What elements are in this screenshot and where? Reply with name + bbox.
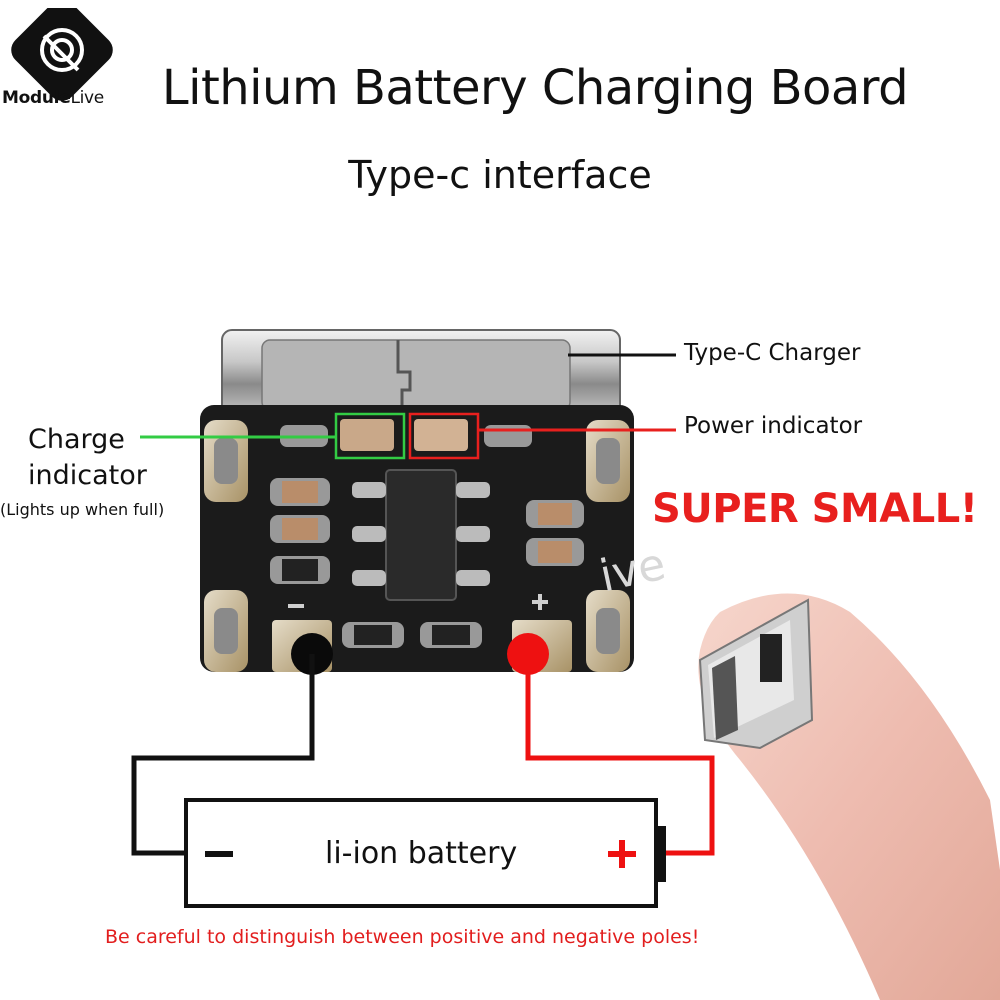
charge-indicator-note: (Lights up when full) <box>0 500 165 519</box>
power-indicator-label: Power indicator <box>684 413 863 439</box>
super-small-tagline: SUPER SMALL! <box>652 486 978 532</box>
charge-indicator-label: Charge indicator <box>28 422 147 494</box>
charge-indicator-line2: indicator <box>28 460 147 491</box>
type-c-charger-label: Type-C Charger <box>684 340 861 366</box>
module-live-logo-icon <box>11 8 113 101</box>
polarity-warning: Be careful to distinguish between positi… <box>105 926 700 948</box>
charge-indicator-line1: Charge <box>28 424 125 455</box>
brand-name: ModuleLive <box>2 88 104 108</box>
positive-wire <box>525 654 715 856</box>
negative-wire <box>131 654 315 856</box>
brand-name-bold: Module <box>2 88 71 108</box>
pcb-board <box>200 405 634 672</box>
finger-photo-icon <box>698 593 1000 1000</box>
li-ion-battery <box>184 798 666 908</box>
brand-name-light: Live <box>70 88 104 108</box>
page-title: Lithium Battery Charging Board <box>161 60 909 116</box>
power-indicator-box <box>408 412 480 460</box>
battery-label: li-ion battery <box>325 836 518 871</box>
type-c-connector <box>221 329 621 421</box>
page-subtitle: Type-c interface <box>348 153 652 197</box>
